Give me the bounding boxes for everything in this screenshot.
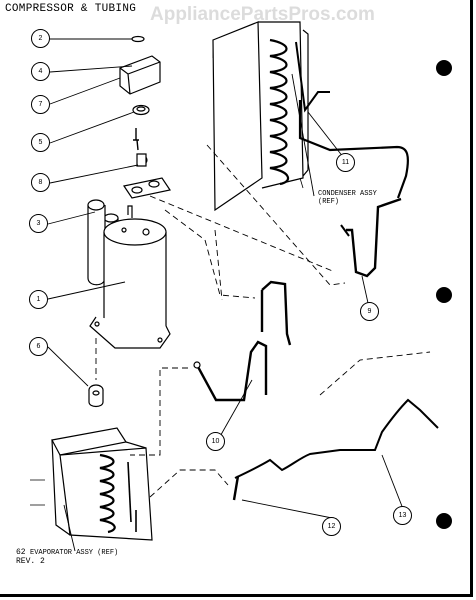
- callout-13: 13: [393, 506, 412, 525]
- callout-8: 8: [31, 173, 50, 192]
- callout-9: 9: [360, 302, 379, 321]
- capillary-tube-13: [232, 398, 439, 501]
- cover-7-edge: [119, 61, 161, 95]
- callout-leaders: [47, 38, 406, 552]
- overload-protector-2-area: [133, 128, 148, 167]
- punch-hole-top: [436, 60, 452, 76]
- tube-9: [340, 197, 402, 278]
- condenser-assembly: [212, 21, 330, 212]
- callout-6: 6: [29, 337, 48, 356]
- tube-10: [193, 280, 292, 402]
- cover-7: [119, 55, 161, 95]
- punch-hole-middle: [436, 287, 452, 303]
- page-title: COMPRESSOR & TUBING: [5, 3, 137, 15]
- punch-hole-bottom: [436, 513, 452, 529]
- callout-3: 3: [29, 214, 48, 233]
- callout-5: 5: [31, 133, 50, 152]
- callout-1: 1: [29, 290, 48, 309]
- callout-4: 4: [31, 62, 50, 81]
- callout-7: 7: [31, 95, 50, 114]
- callout-12: 12: [322, 517, 341, 536]
- evaporator-assembly: [30, 427, 153, 541]
- tube-11: [298, 100, 409, 199]
- revision-label: REV. 2: [16, 557, 45, 566]
- callout-10: 10: [206, 432, 225, 451]
- callout-2: 2: [31, 29, 50, 48]
- watermark: AppliancePartsPros.com: [150, 4, 375, 25]
- page-number: 62: [16, 548, 26, 557]
- ring-2: [131, 35, 145, 43]
- gasket-8: [123, 177, 171, 199]
- grommet-6: [88, 384, 104, 408]
- compressor-assembly: [87, 199, 171, 349]
- evaporator-assembly-label: EVAPORATOR ASSY (REF): [30, 549, 119, 557]
- dashed-routing-lines: [95, 144, 431, 498]
- condenser-assembly-label: CONDENSER ASSY (REF): [318, 190, 377, 206]
- callout-11: 11: [336, 153, 355, 172]
